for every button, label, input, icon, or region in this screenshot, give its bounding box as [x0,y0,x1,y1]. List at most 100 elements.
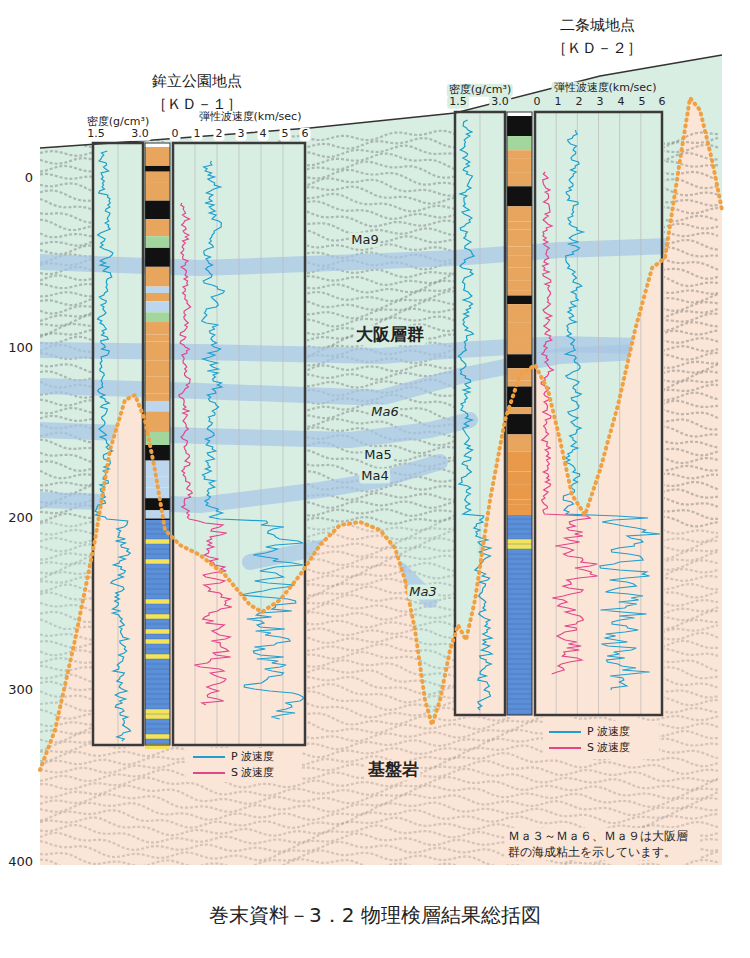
site-name: 鉾立公園地点 [152,70,242,93]
lithology-layer [507,290,532,295]
lithology-layer [145,498,170,510]
lithology-layer [507,158,532,173]
borehole-id: ［ＫＤ－２］ [552,37,642,60]
layer-label: Ma5 [362,448,393,463]
axis-label: 3 [236,128,247,141]
lithology-layer [507,434,532,451]
hatch-line [145,589,170,590]
axis-label: 4 [616,96,627,109]
hatch-line [145,594,170,595]
hatch-line [145,709,170,710]
reflection-line [40,465,718,485]
hatch-line [145,639,170,640]
reflection-line [40,569,718,590]
axis-label: 4 [258,128,269,141]
hatch-line [507,709,532,710]
hatch-line [507,549,532,550]
hatch-line [145,634,170,635]
reflection-line [40,585,718,606]
lithology-frame [507,112,532,715]
borehole-heading: 二条城地点［ＫＤ－２］ [552,14,642,59]
hatch-line [145,679,170,680]
hatch-line [145,549,170,550]
hatch-line [145,624,170,625]
hatch-line [507,594,532,595]
reflection-line [40,491,718,509]
lithology-layer [507,222,532,230]
hatch-line [145,604,170,605]
hatch-line [507,679,532,680]
lithology-seam [145,599,170,604]
hatch-line [145,714,170,715]
reflection-line [40,178,718,199]
hatch-line [145,654,170,655]
hatch-line [507,634,532,635]
hatch-line [145,684,170,685]
hatch-line [145,614,170,615]
reflection-line [40,603,718,623]
reflection-line [40,153,718,174]
grid-line [598,112,599,715]
reflection-line [40,619,718,639]
lithology-layer [145,335,170,342]
hatch-line [507,534,532,535]
axis-label: 5 [280,128,291,141]
hatch-line [507,544,532,545]
lithology-layer [507,116,532,136]
lithology-layer [145,201,170,220]
log-curve [541,172,597,674]
layer-label: 基盤岩 [366,760,421,780]
hatch-line [507,529,532,530]
borehole-heading: 鉾立公園地点［ＫＤ－１］ [152,70,242,115]
hatch-line [507,689,532,690]
hatch-line [145,664,170,665]
layer-label: Ma9 [349,233,380,248]
hatch-line [507,574,532,575]
hatch-line [145,744,170,745]
hatch-line [507,584,532,585]
lithology-layer [145,519,170,520]
reflection-line [40,794,718,815]
reflection-line [40,777,718,799]
grid-line [195,143,196,745]
lithology-layer [145,341,170,360]
legend-text: P 波速度 [231,751,274,764]
log-curve [202,161,303,719]
lithology-layer [507,414,532,434]
lithology-layer [507,186,532,206]
hatch-line [507,559,532,560]
lithology-layer [145,312,170,322]
axis-label: 5 [637,96,648,109]
note-text: Ｍａ３～Ｍａ６、Ｍａ９は大阪層群の海成粘土を示しています。 [506,828,700,860]
velocity-panel [535,112,662,715]
depth-tick: 200 [8,511,33,526]
lithology-layer [507,280,532,290]
hatch-line [507,644,532,645]
hatch-line [507,649,532,650]
axis-label: 1 [553,96,564,109]
lithology-layer [145,376,170,393]
legend-ground [186,748,302,782]
hatch-line [507,589,532,590]
reflection-line [40,682,718,704]
axis-label: 1 [192,128,203,141]
velocity-panel [173,143,305,745]
lithology-layer [145,367,170,376]
lithology-seam [145,639,170,644]
hatch-line [145,539,170,540]
axis-label: 1.5 [85,128,107,141]
lithology-layer [507,206,532,221]
axis-label: 2 [574,96,585,109]
axis-label: 3.0 [489,96,511,109]
hatch-line [507,524,532,525]
reflection-line [40,194,718,215]
hatch-line [145,544,170,545]
grid-line [283,143,284,745]
lithology-layer [507,230,532,247]
lithology-layer [145,267,170,287]
layer-label: Ma4 [359,469,390,484]
lithology-seam [145,709,170,714]
clay-band [40,352,640,398]
reflection-line [40,859,718,879]
lithology-seam [145,734,170,739]
